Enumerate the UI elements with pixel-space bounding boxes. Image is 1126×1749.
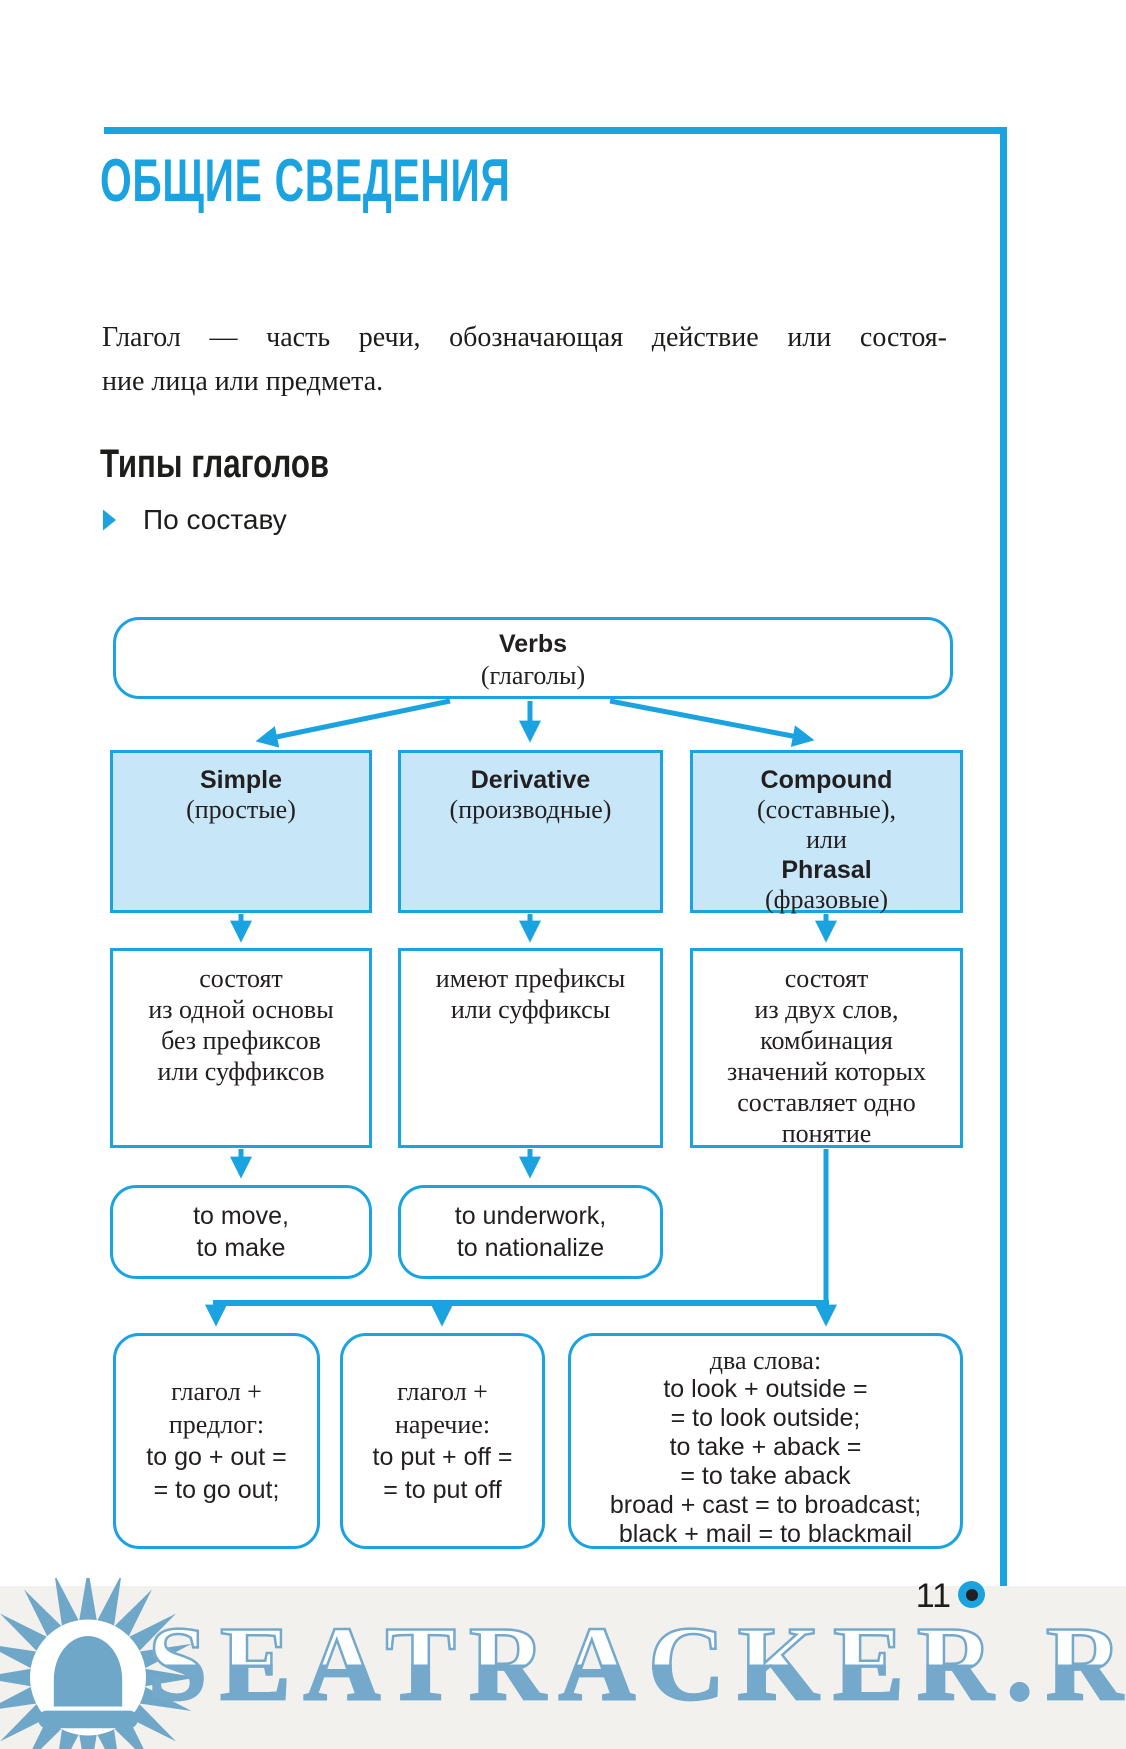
intro-line-2: ние лица или предмета. [102,366,384,397]
intro-line-1: Глагол — часть речи, обозначающая действ… [102,322,947,353]
watermark-text: SEATRACKER.RU [147,1606,1126,1720]
desc-line: составляет одно [737,1088,916,1117]
phrasal-line: наречие: [394,1410,491,1439]
phrasal-line: = to go out; [153,1476,280,1504]
desc-line: имеют префиксы [435,964,626,993]
bullet-triangle-icon [103,509,116,531]
phrasal-line: = to take aback [680,1462,851,1490]
phrasal-line: to go + out = [146,1443,287,1471]
intro-paragraph: Глагол — часть речи, обозначающая действ… [102,316,947,404]
phrasal-line: broad + cast = to broadcast; [609,1491,922,1519]
type-compound-en: Compound [760,766,893,794]
desc-line: из одной основы [148,995,334,1024]
type-box-compound: Compound (составные), или Phrasal (фразо… [690,750,963,914]
frame-top-line [104,127,1007,134]
example-box-simple: to move, to make [110,1185,372,1279]
frame-right-line [1000,127,1007,1592]
desc-line: состоят [784,964,869,993]
phrasal-box-preposition: глагол + предлог: to go + out = = to go … [113,1333,320,1549]
example-box-derivative: to underwork, to nationalize [398,1185,663,1279]
example-line: to nationalize [456,1234,605,1262]
phrasal-box-adverb: глагол + наречие: to put + off = = to pu… [340,1333,545,1549]
type-simple-en: Simple [200,766,282,794]
phrasal-line: глагол + [171,1377,262,1406]
root-title-ru: (глаголы) [480,661,586,690]
description-box-compound: состоят из двух слов, комбинация значени… [690,948,963,1148]
phrasal-line: = to put off [383,1476,502,1504]
arrow-root-to-simple [255,698,451,748]
bullet-label: По составу [143,504,287,535]
phrasal-line: to take + aback = [669,1433,862,1461]
page-title: ОБЩИЕ СВЕДЕНИЯ [100,147,511,214]
arrow-root-to-compound [609,698,815,747]
phrasal-line: два слова: [709,1346,822,1375]
type-simple-ru: (простые) [186,795,296,824]
phrasal-line: to put + off = [372,1443,513,1471]
example-line: to move, [193,1202,289,1230]
page-number-dot-center [965,1588,978,1601]
desc-line: из двух слов, [754,995,899,1024]
desc-line: комбинация [760,1026,893,1055]
phrasal-line: предлог: [168,1410,265,1439]
type-box-simple: Simple (простые) [110,750,372,913]
scan-background-strip [0,1586,1126,1749]
bullet-row: По составу [103,504,287,536]
desc-line: или суффиксы [450,995,611,1024]
type-box-derivative: Derivative (производные) [398,750,663,913]
type-compound-conj: или [806,825,847,854]
type-compound-ru: (составные), [757,795,896,824]
phrasal-box-two-words: два слова: to look + outside = = to look… [568,1333,963,1549]
description-box-derivative: имеют префиксы или суффиксы [398,948,663,1148]
type-phrasal-ru: (фразовые) [764,885,889,914]
watermark-sun-icon [0,1578,197,1749]
desc-line: понятие [781,1119,872,1148]
type-derivative-en: Derivative [470,766,591,794]
description-box-simple: состоят из одной основы без префиксов ил… [110,948,372,1148]
flowchart-root-box: Verbs (глаголы) [113,617,953,699]
root-title-en: Verbs [498,630,568,658]
page-number: 11 [915,1577,951,1615]
phrasal-line: = to look outside; [670,1404,861,1432]
desc-line: или суффиксов [157,1057,325,1086]
phrasal-line: black + mail = to blackmail [618,1520,913,1548]
type-derivative-ru: (производные) [449,795,612,824]
section-title: Типы глаголов [100,442,330,486]
example-line: to make [196,1234,286,1262]
phrasal-line: to look + outside = [663,1375,868,1403]
example-line: to underwork, [454,1202,607,1230]
page-number-dot [958,1581,985,1608]
desc-line: значений которых [727,1057,926,1086]
phrasal-line: глагол + [397,1377,488,1406]
desc-line: без префиксов [161,1026,321,1055]
desc-line: состоят [199,964,283,993]
type-phrasal-en: Phrasal [781,856,872,884]
